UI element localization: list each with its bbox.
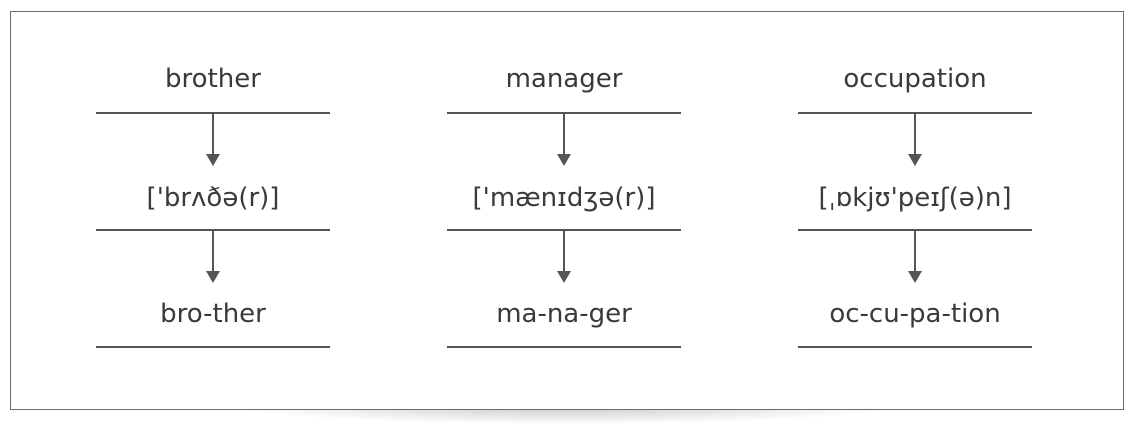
phonetic-label: [ˌɒkjʊ'peɪʃ(ə)n] (818, 183, 1012, 213)
phonetic-label: ['mænɪdʒə(r)] (472, 183, 656, 213)
syllable-label: ma-na-ger (496, 299, 632, 329)
divider-line (447, 229, 681, 231)
diagram-frame: brother ['brʌðə(r)] bro-ther manager ['m… (10, 11, 1124, 410)
divider-line (96, 229, 330, 231)
down-arrow-icon (206, 231, 220, 283)
phonetic-label: ['brʌðə(r)] (146, 183, 280, 213)
word-column-occupation: occupation [ˌɒkjʊ'peɪʃ(ə)n] oc-cu-pa-tio… (798, 12, 1032, 411)
divider-line (447, 346, 681, 348)
down-arrow-icon (908, 114, 922, 166)
down-arrow-icon (557, 114, 571, 166)
word-label: manager (505, 64, 623, 94)
word-column-brother: brother ['brʌðə(r)] bro-ther (96, 12, 330, 411)
down-arrow-icon (557, 231, 571, 283)
syllable-label: oc-cu-pa-tion (829, 299, 1001, 329)
divider-line (798, 112, 1032, 114)
down-arrow-icon (206, 114, 220, 166)
down-arrow-icon (908, 231, 922, 283)
word-label: occupation (843, 64, 987, 94)
divider-line (96, 346, 330, 348)
word-column-manager: manager ['mænɪdʒə(r)] ma-na-ger (447, 12, 681, 411)
divider-line (96, 112, 330, 114)
divider-line (798, 346, 1032, 348)
word-label: brother (165, 64, 261, 94)
divider-line (447, 112, 681, 114)
syllable-label: bro-ther (160, 299, 266, 329)
divider-line (798, 229, 1032, 231)
